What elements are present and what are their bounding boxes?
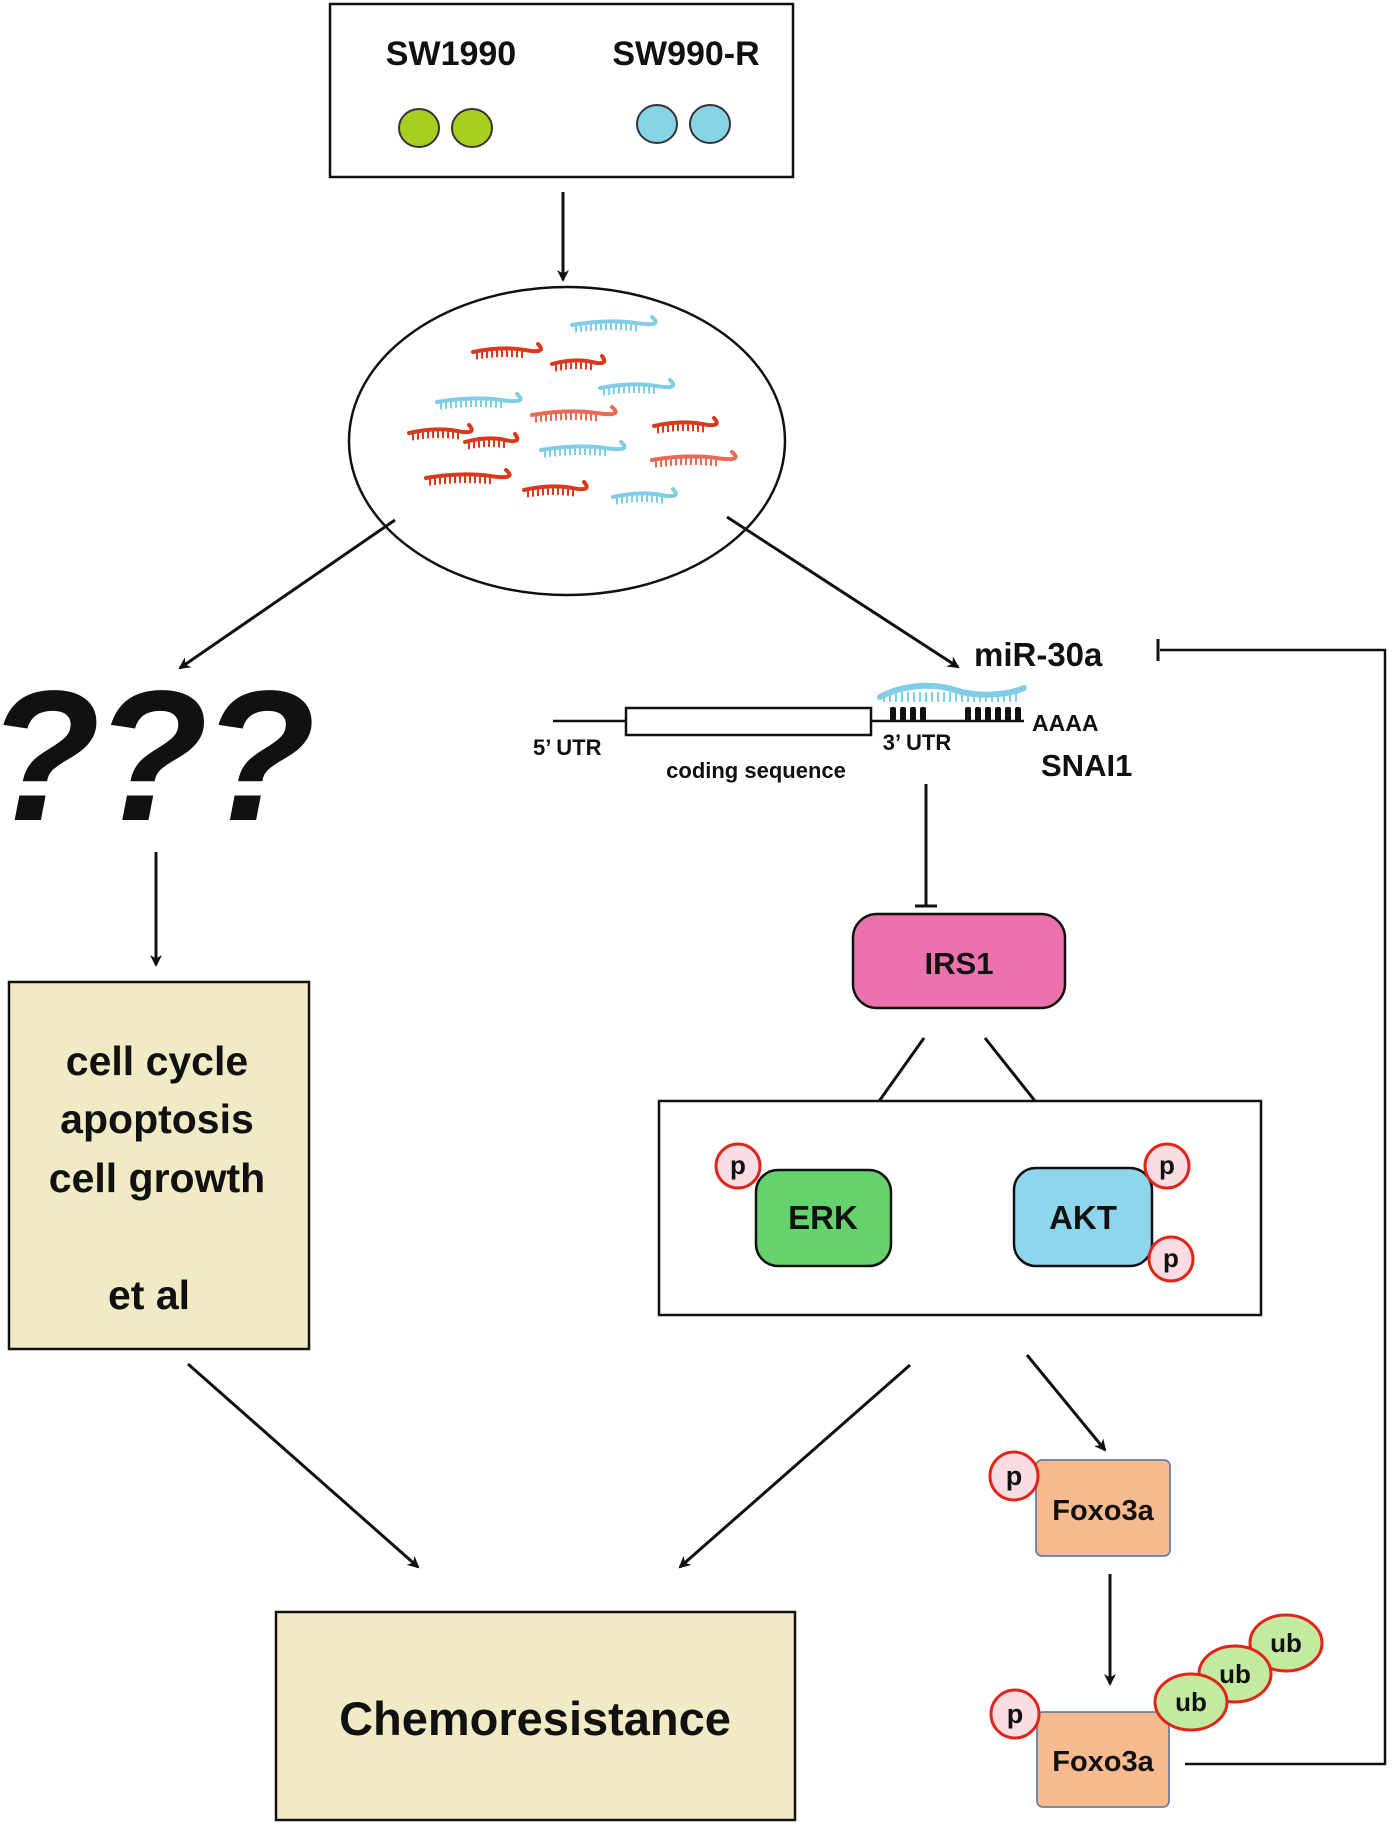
process-line-5: et al xyxy=(108,1272,190,1318)
kinases-box xyxy=(657,1099,1263,1317)
binding-site xyxy=(910,707,916,721)
bound-mirna-teeth xyxy=(883,692,1017,702)
rna-strand xyxy=(424,468,512,480)
binding-site xyxy=(890,707,896,721)
rna-strand xyxy=(650,450,738,462)
unknown-marks: ??? xyxy=(0,653,312,860)
process-line-3: cell growth xyxy=(49,1155,265,1201)
coding-sequence-box xyxy=(624,706,873,737)
cell-lines-box xyxy=(328,2,795,179)
rna-strand xyxy=(463,432,520,444)
cell-blue-1 xyxy=(636,104,678,144)
binding-site xyxy=(975,707,981,721)
chemoresistance-label: Chemoresistance xyxy=(339,1692,731,1745)
binding-site xyxy=(985,707,991,721)
binding-site xyxy=(1015,707,1021,721)
rna-strand xyxy=(407,423,474,435)
rna-fragments xyxy=(407,315,738,505)
binding-site xyxy=(965,707,971,721)
erk-phospho xyxy=(714,1142,762,1190)
foxo3a-ub-label: Foxo3a xyxy=(1052,1746,1154,1778)
rna-strand xyxy=(522,480,589,492)
cell-blue-2 xyxy=(689,104,731,144)
ubiquitin-2-label: ub xyxy=(1219,1659,1251,1689)
akt-phospho-bottom-label: p xyxy=(1163,1243,1179,1273)
coding-sequence-label: coding sequence xyxy=(666,758,846,783)
snai1-label: SNAI1 xyxy=(1041,748,1132,783)
five-utr-label: 5’ UTR xyxy=(533,735,602,760)
akt-node xyxy=(1012,1166,1154,1268)
binding-site xyxy=(995,707,1001,721)
rna-strand xyxy=(471,342,543,354)
arrow-kinases-to-chemoresistance xyxy=(678,1363,911,1569)
chemoresistance-box xyxy=(274,1610,797,1822)
foxo3a-ub-phospho-label: p xyxy=(1007,1699,1024,1729)
rna-strand xyxy=(550,354,607,366)
ubiquitin-1-label: ub xyxy=(1175,1687,1207,1717)
rna-strand xyxy=(652,416,719,428)
process-line-2: apoptosis xyxy=(60,1096,254,1142)
arrow-processes-to-chemoresistance xyxy=(187,1362,420,1569)
irs1-node xyxy=(851,912,1067,1010)
foxo3a-ub-phospho xyxy=(989,1688,1041,1740)
cell-green-2 xyxy=(451,108,493,148)
rna-strand xyxy=(539,440,627,452)
foxo3a-node xyxy=(1035,1459,1171,1557)
erk-node xyxy=(754,1168,893,1268)
polya-label: AAAA xyxy=(1032,710,1098,736)
label-sw990r: SW990-R xyxy=(612,35,759,73)
ubiquitin-1 xyxy=(1153,1672,1229,1732)
ubiquitin-3-label: ub xyxy=(1270,1628,1302,1658)
erk-phospho-label: p xyxy=(730,1150,746,1180)
foxo3a-ub-node xyxy=(1036,1711,1170,1808)
arrow-rna-to-unknown xyxy=(178,518,396,670)
foxo3a-phospho xyxy=(988,1450,1040,1502)
label-sw1990: SW1990 xyxy=(386,35,516,73)
akt-phospho-top-label: p xyxy=(1159,1150,1175,1180)
rna-strand xyxy=(570,315,658,327)
foxo3a-phospho-label: p xyxy=(1006,1461,1023,1491)
processes-box xyxy=(7,980,311,1351)
akt-phospho-bottom xyxy=(1147,1235,1195,1283)
binding-site xyxy=(920,707,926,721)
rna-strand xyxy=(530,405,618,417)
erk-label: ERK xyxy=(788,1199,858,1236)
binding-sites xyxy=(890,707,1021,721)
irs1-label: IRS1 xyxy=(925,946,994,981)
ubiquitin-3 xyxy=(1248,1613,1324,1673)
feedback-foxo3a-to-mir30a xyxy=(1160,648,1387,1766)
arrow-rna-to-mir30a xyxy=(726,515,960,669)
rna-strand xyxy=(611,487,678,499)
akt-phospho-top xyxy=(1143,1142,1191,1190)
rna-strand xyxy=(598,378,676,390)
binding-site xyxy=(1005,707,1011,721)
akt-label: AKT xyxy=(1049,1199,1117,1236)
cell-green-1 xyxy=(398,108,440,148)
arrow-kinases-to-foxo3a xyxy=(1025,1354,1107,1452)
mir30a-label: miR-30a xyxy=(974,636,1103,673)
binding-site xyxy=(900,707,906,721)
process-line-1: cell cycle xyxy=(66,1038,248,1084)
rna-strand xyxy=(435,392,523,404)
three-utr-label: 3’ UTR xyxy=(883,730,952,755)
foxo3a-label: Foxo3a xyxy=(1052,1495,1154,1527)
rna-pool-ellipse xyxy=(347,285,787,597)
